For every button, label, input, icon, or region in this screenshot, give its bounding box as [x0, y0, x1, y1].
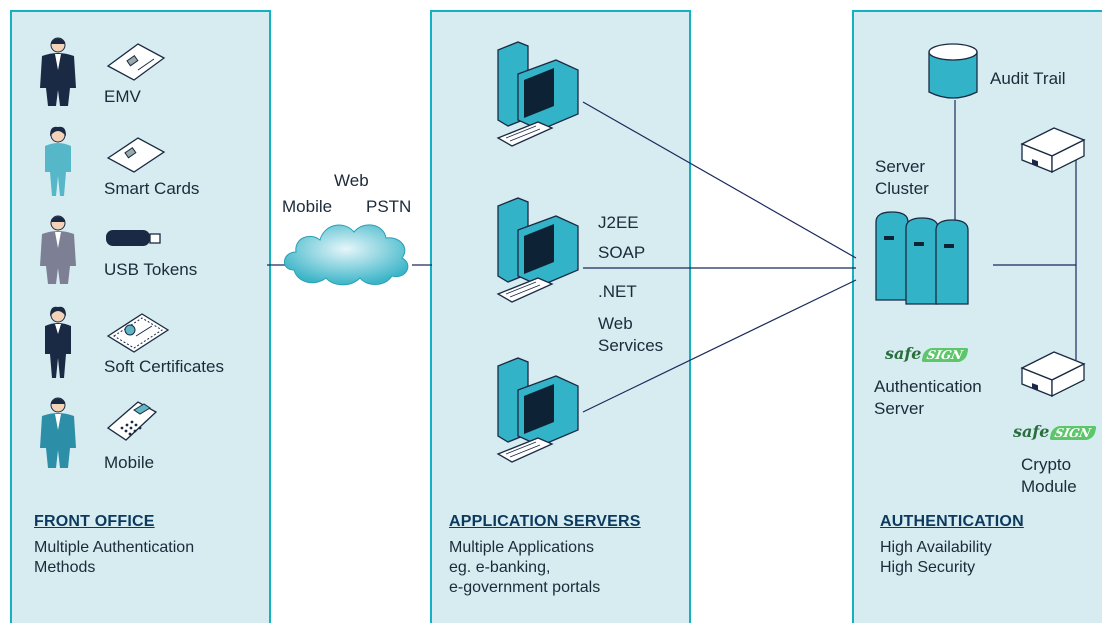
application-servers-title: APPLICATION SERVERS	[449, 513, 641, 530]
network-cloud-icon	[284, 224, 409, 286]
audit-trail-label: Audit Trail	[990, 69, 1066, 88]
crypto-module-device-icon	[1020, 127, 1086, 174]
mobile-phone-icon	[106, 401, 158, 441]
safesign-logo-sign: SIGN	[921, 348, 969, 362]
businesswoman-dark-icon	[45, 306, 71, 378]
soft-certificate-icon	[106, 313, 170, 353]
tech-web: Web	[598, 314, 633, 333]
safesign-logo-text: safe	[1013, 422, 1050, 441]
safesign-logo-text: safe	[885, 344, 922, 363]
emv-label: EMV	[104, 87, 141, 106]
businesswoman-icon	[45, 126, 71, 196]
crypto-module-device-icon	[1020, 351, 1086, 398]
mobile-label: Mobile	[104, 453, 155, 472]
crypto-module-label-line2: Module	[1021, 477, 1077, 496]
server-cluster-icon	[875, 211, 969, 305]
app-servers-subtitle-line2: eg. e-banking,	[449, 559, 551, 576]
tech-dotnet: .NET	[598, 282, 637, 301]
businessman-teal-suit-icon	[40, 397, 76, 468]
app-servers-subtitle-line1: Multiple Applications	[449, 539, 594, 556]
tech-j2ee: J2EE	[598, 213, 639, 232]
authentication-server-label-line2: Server	[874, 399, 925, 418]
front-office-subtitle-line2: Methods	[34, 559, 96, 576]
network-label-pstn: PSTN	[366, 197, 412, 216]
usb-tokens-label: USB Tokens	[104, 260, 198, 279]
authentication-server-label-line1: Authentication	[874, 377, 982, 396]
emv-card-icon	[106, 43, 166, 81]
authentication-subtitle-line1: High Availability	[880, 539, 992, 556]
server-cluster-label-line2: Cluster	[875, 179, 929, 198]
authentication-panel	[852, 10, 1102, 623]
network-label-web: Web	[334, 171, 369, 190]
safesign-logo-sign: SIGN	[1049, 426, 1097, 440]
smart-cards-label: Smart Cards	[104, 179, 200, 198]
usb-token-icon	[106, 230, 161, 246]
smart-card-icon	[106, 137, 166, 173]
server-cluster-label-line1: Server	[875, 157, 926, 176]
soft-certificates-label: Soft Certificates	[104, 357, 224, 376]
tech-soap: SOAP	[598, 243, 646, 262]
desktop-computer-icon	[496, 197, 579, 303]
network-label-mobile: Mobile	[282, 197, 333, 216]
businessman-gray-suit-icon	[40, 215, 76, 284]
authentication-title: AUTHENTICATION	[880, 513, 1024, 530]
desktop-computer-icon	[496, 357, 579, 463]
authentication-subtitle-line2: High Security	[880, 559, 976, 576]
database-icon	[928, 43, 978, 99]
businessman-icon	[40, 37, 76, 106]
tech-services: Services	[598, 336, 664, 355]
front-office-title: FRONT OFFICE	[34, 513, 155, 530]
app-servers-subtitle-line3: e-government portals	[449, 579, 601, 596]
front-office-subtitle-line1: Multiple Authentication	[34, 539, 195, 556]
desktop-computer-icon	[496, 41, 579, 147]
crypto-module-label-line1: Crypto	[1021, 455, 1072, 474]
